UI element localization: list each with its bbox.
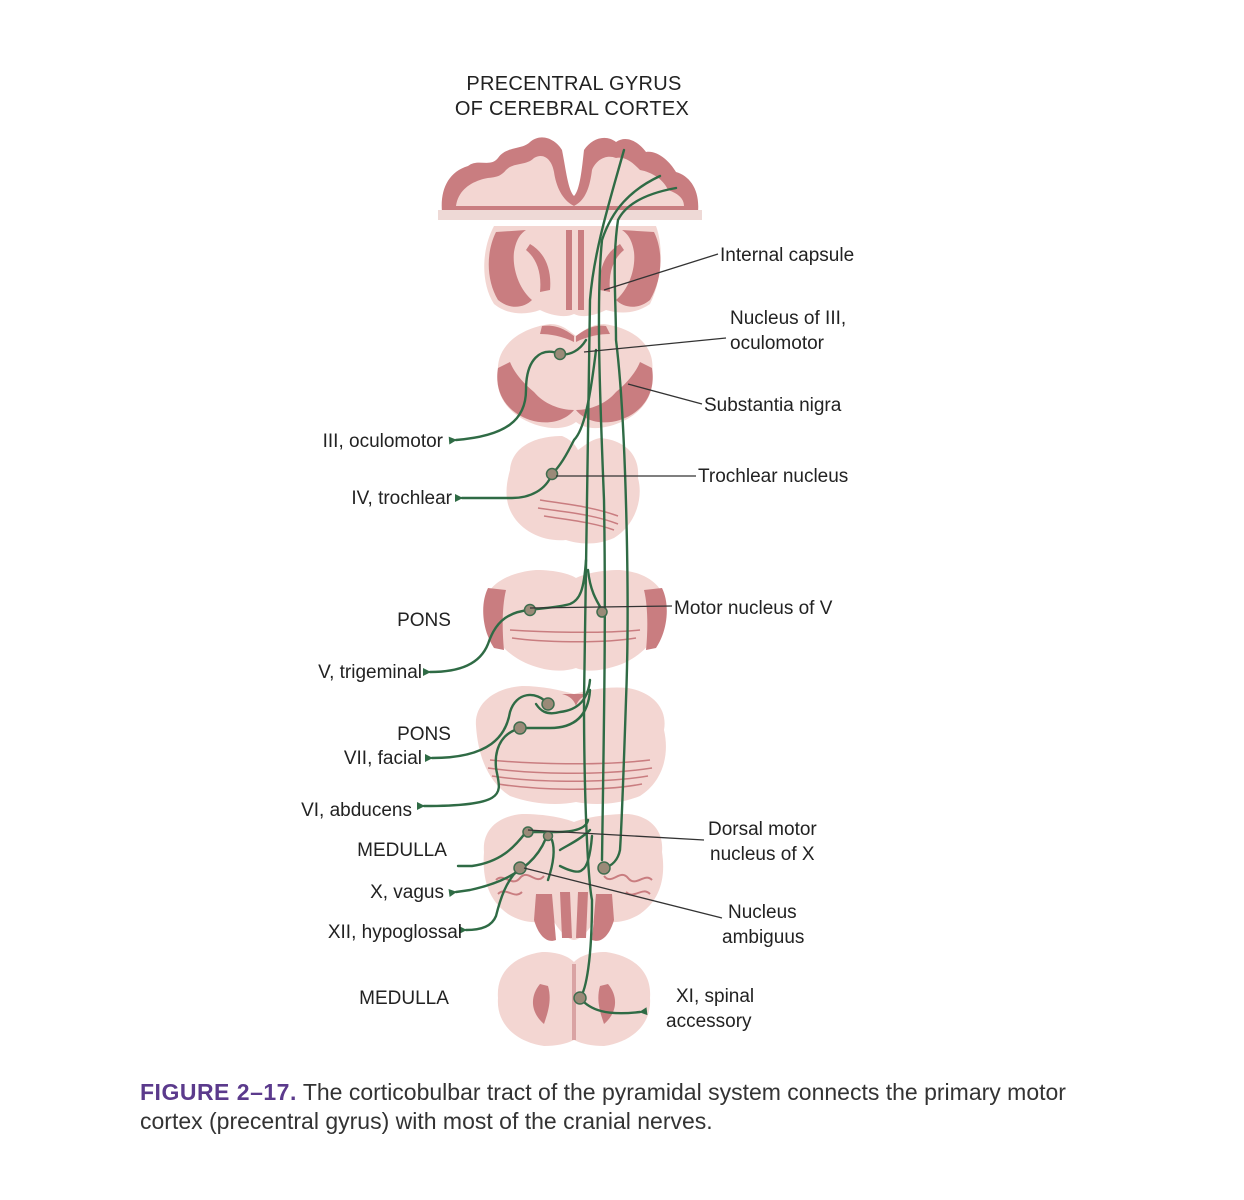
nucleus-oculomotor — [553, 347, 567, 361]
label-substantia-nigra: Substantia nigra — [704, 395, 842, 416]
figure-number: FIGURE 2–17. — [140, 1079, 297, 1105]
section-pons-upper — [483, 570, 667, 671]
nucleus-trigeminal-motor — [523, 603, 537, 617]
label-spinal-accessory-line-1: XI, spinal — [676, 986, 754, 1007]
nucleus-facial — [541, 697, 555, 711]
label-medulla-1: MEDULLA — [357, 840, 447, 861]
label-motor-nucleus-v: Motor nucleus of V — [674, 598, 833, 619]
label-nucleus-iii-line-1: Nucleus of III, — [730, 308, 846, 329]
section-pons-lower — [475, 686, 666, 804]
leader-lines — [523, 253, 727, 919]
label-spinal-accessory-line-2: accessory — [666, 1011, 752, 1032]
nucleus-ambiguus-right — [597, 861, 611, 875]
label-trochlear: IV, trochlear — [351, 488, 452, 509]
label-trochlear-nucleus: Trochlear nucleus — [698, 466, 848, 487]
section-midbrain-upper — [497, 324, 653, 429]
cranial-nuclei — [513, 347, 611, 1005]
nucleus-dorsal-motor-x — [522, 826, 534, 838]
corticobulbar-diagram: PRECENTRAL GYRUS OF CEREBRAL CORTEX — [301, 73, 854, 1046]
label-vagus: X, vagus — [370, 882, 444, 903]
section-internal-capsule — [484, 226, 661, 317]
label-dorsal-motor-line-1: Dorsal motor — [708, 819, 817, 840]
nucleus-trochlear — [545, 467, 559, 481]
label-medulla-2: MEDULLA — [359, 988, 449, 1009]
caption-text: The corticobulbar tract of the pyramidal… — [140, 1079, 1066, 1134]
label-internal-capsule: Internal capsule — [720, 245, 854, 266]
label-oculomotor: III, oculomotor — [323, 431, 444, 452]
nucleus-abducens — [513, 721, 527, 735]
section-cortex — [438, 137, 702, 220]
nucleus-trigeminal-motor-right — [596, 606, 608, 618]
section-medulla-upper — [483, 814, 664, 941]
label-nucleus-ambiguus-line-2: ambiguus — [722, 927, 804, 948]
label-hypoglossal: XII, hypoglossal — [328, 922, 462, 943]
figure-caption: FIGURE 2–17. The corticobulbar tract of … — [140, 1078, 1100, 1136]
title-line-2: OF CEREBRAL CORTEX — [455, 98, 689, 120]
label-trigeminal: V, trigeminal — [318, 662, 422, 683]
nucleus-dorsal-motor-x-2 — [542, 830, 554, 842]
label-pons-2: PONS — [397, 724, 451, 745]
section-midbrain-lower — [506, 436, 640, 544]
label-nucleus-iii-line-2: oculomotor — [730, 333, 825, 354]
label-abducens: VI, abducens — [301, 800, 412, 821]
label-dorsal-motor-line-2: nucleus of X — [710, 844, 815, 865]
label-nucleus-ambiguus-line-1: Nucleus — [728, 902, 797, 923]
title-line-1: PRECENTRAL GYRUS — [466, 73, 681, 95]
label-pons-1: PONS — [397, 610, 451, 631]
label-facial: VII, facial — [344, 748, 422, 769]
nucleus-spinal-accessory — [573, 991, 587, 1005]
